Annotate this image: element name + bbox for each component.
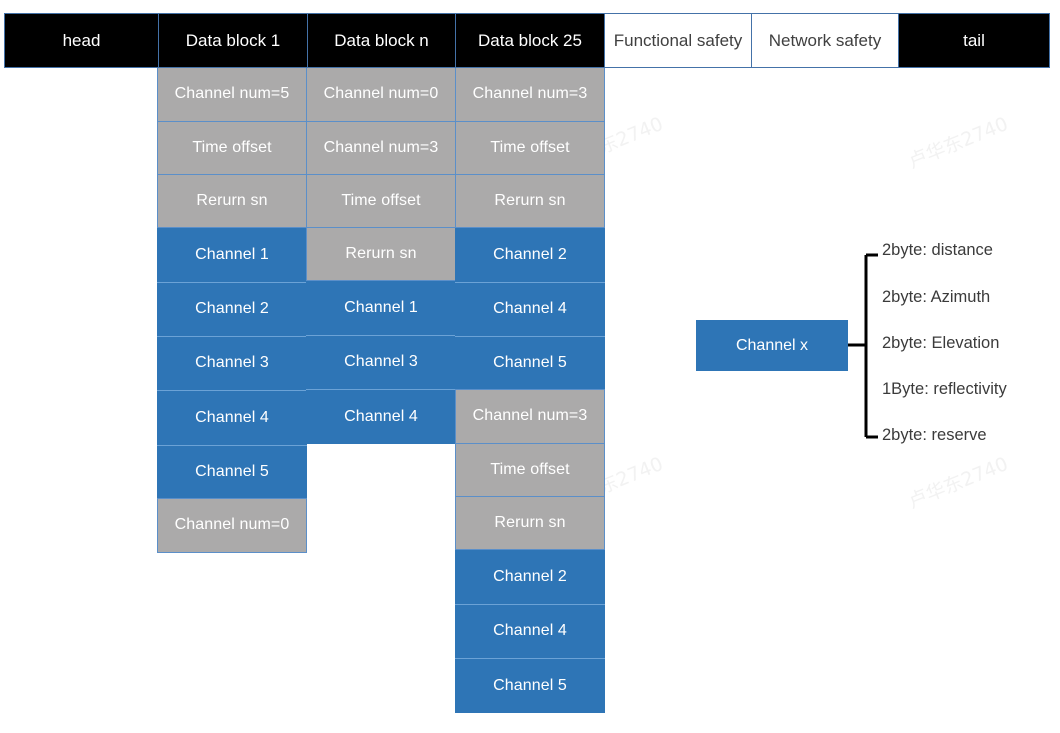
watermark-text: 卢华东2740 (905, 452, 1012, 513)
data-block-cell: Channel 2 (157, 282, 307, 336)
data-block-cell: Channel 4 (455, 604, 605, 658)
channel-field-label: 2byte: distance (882, 241, 993, 259)
header-cell: Data block 1 (158, 13, 308, 68)
watermark-text: 卢华东2740 (905, 112, 1012, 173)
channel-x-box: Channel x (696, 320, 848, 371)
data-block-cell: Time offset (455, 443, 605, 497)
data-block-cell: Channel num=0 (306, 67, 456, 122)
data-block-cell: Channel num=0 (157, 498, 307, 553)
header-cell: head (4, 13, 159, 68)
header-cell: Data block 25 (455, 13, 605, 68)
header-cell: Functional safety (604, 13, 752, 68)
data-block-cell: Channel num=3 (306, 121, 456, 175)
data-block-cell: Channel 4 (306, 389, 456, 444)
data-block-cell: Channel 1 (157, 228, 307, 282)
channel-field-label: 2byte: Elevation (882, 334, 1000, 352)
header-cell: tail (898, 13, 1050, 68)
data-block-cell: Channel 2 (455, 550, 605, 604)
data-block-cell: Rerurn sn (455, 174, 605, 228)
channel-field-label: 1Byte: reflectivity (882, 380, 1007, 398)
data-block-cell: Channel 3 (306, 335, 456, 389)
header-cell: Data block n (307, 13, 456, 68)
data-block-cell: Channel 5 (157, 445, 307, 499)
channel-field-label: 2byte: Azimuth (882, 288, 991, 306)
header-cell: Network safety (751, 13, 899, 68)
data-block-cell: Channel 5 (455, 658, 605, 713)
data-block-cell: Rerurn sn (306, 227, 456, 281)
data-block-cell: Rerurn sn (455, 496, 605, 550)
data-block-cell: Time offset (455, 121, 605, 175)
data-block-cell: Channel 4 (455, 282, 605, 336)
data-block-cell: Channel 5 (455, 336, 605, 390)
data-block-cell: Channel 3 (157, 336, 307, 390)
channel-field-label: 2byte: reserve (882, 426, 987, 444)
data-block-cell: Channel 4 (157, 390, 307, 445)
data-block-cell: Channel 1 (306, 281, 456, 335)
data-block-cell: Channel num=3 (455, 389, 605, 444)
data-block-cell: Channel num=3 (455, 67, 605, 122)
data-block-cell: Rerurn sn (157, 174, 307, 228)
data-block-cell: Channel 2 (455, 228, 605, 282)
data-block-cell: Channel num=5 (157, 67, 307, 122)
data-block-cell: Time offset (306, 174, 456, 228)
data-block-cell: Time offset (157, 121, 307, 175)
